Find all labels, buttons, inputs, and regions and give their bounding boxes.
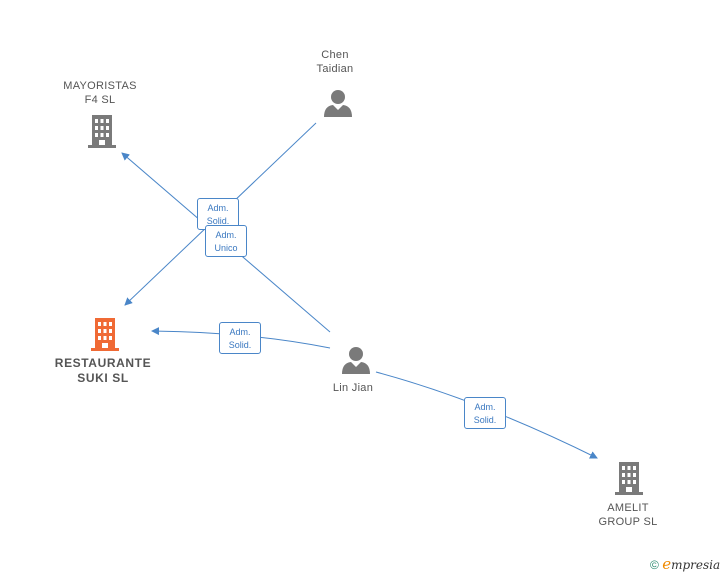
building-icon-main[interactable]: [89, 316, 121, 352]
brand-logo: empresia: [662, 555, 721, 573]
person-icon[interactable]: [322, 88, 354, 118]
building-icon[interactable]: [613, 460, 645, 496]
node-label-amelit[interactable]: AMELIT GROUP SL: [598, 502, 658, 528]
node-label-lin[interactable]: Lin Jian: [332, 382, 374, 394]
building-icon[interactable]: [86, 113, 118, 149]
edge-label-lin-mayoristas[interactable]: Adm. Unico: [205, 225, 247, 257]
footer-brand: © empresia: [650, 555, 720, 573]
node-label-restaurante[interactable]: RESTAURANTE SUKI SL: [54, 356, 152, 385]
node-label-chen[interactable]: Chen Taidian: [316, 49, 354, 75]
edge-label-lin-restaurante[interactable]: Adm. Solid.: [219, 322, 261, 354]
node-label-mayoristas[interactable]: MAYORISTAS F4 SL: [63, 80, 137, 106]
copyright-icon: ©: [650, 558, 659, 572]
edge-label-lin-amelit[interactable]: Adm. Solid.: [464, 397, 506, 429]
person-icon[interactable]: [340, 345, 372, 375]
